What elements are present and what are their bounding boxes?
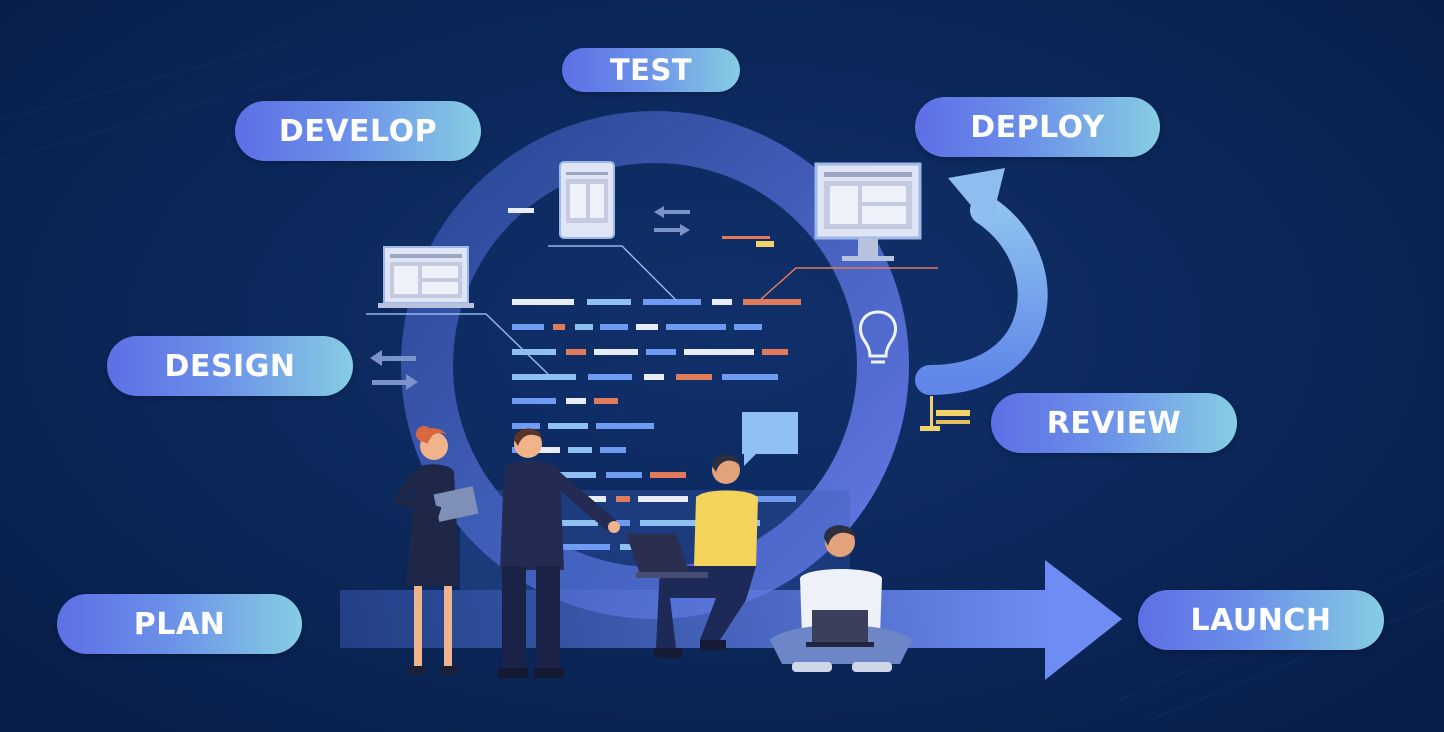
stage-test-label: TEST [609, 53, 693, 87]
stage-deploy-label: DEPLOY [970, 109, 1105, 145]
swap-arrows-icon [654, 206, 690, 236]
design-swap-arrows-icon [370, 350, 418, 390]
stage-review: REVIEW [991, 393, 1237, 453]
stage-launch: LAUNCH [1138, 590, 1384, 650]
launch-arrow-head [1045, 560, 1122, 680]
laptop-icon [378, 246, 474, 308]
stage-launch-label: LAUNCH [1190, 602, 1332, 638]
accent-marks [722, 236, 774, 247]
person-man-sitting [626, 454, 758, 658]
connector-lines [366, 245, 938, 375]
stage-review-label: REVIEW [1046, 405, 1182, 441]
monitor-icon [814, 162, 922, 261]
stage-develop-label: DEVELOP [278, 113, 438, 149]
launch-arrow-shaft [340, 590, 1050, 648]
lightbulb-icon [859, 310, 897, 364]
stage-design-label: DESIGN [164, 348, 296, 384]
stage-test: TEST [562, 48, 740, 92]
review-marks [920, 396, 970, 431]
dash-mark [508, 208, 534, 213]
stage-plan: PLAN [57, 594, 302, 654]
cycle-inner [455, 165, 855, 565]
tablet-icon [559, 161, 615, 239]
stage-develop: DEVELOP [235, 101, 481, 161]
return-arrow-head [948, 168, 1005, 228]
stage-design: DESIGN [107, 336, 353, 396]
person-woman-tablet [392, 426, 479, 674]
person-man-pointing [498, 428, 620, 678]
person-man-floor [770, 525, 912, 672]
chat-bubble-icon [742, 412, 798, 466]
stage-deploy: DEPLOY [915, 97, 1160, 157]
return-arrow [915, 195, 1048, 395]
stage-plan-label: PLAN [133, 606, 226, 642]
